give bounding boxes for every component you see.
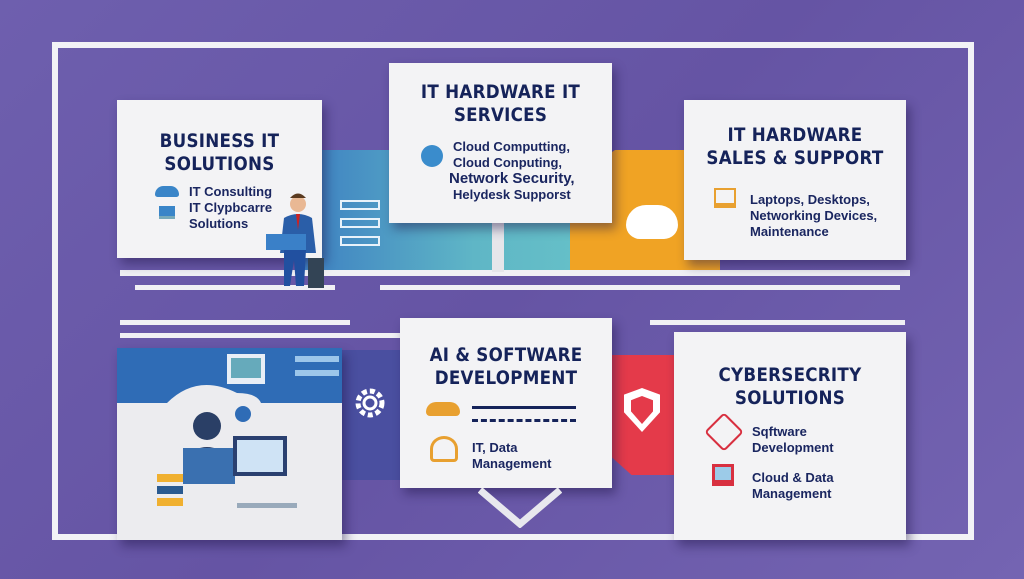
card-title: SOLUTIONS bbox=[734, 387, 846, 409]
businessman-illustration bbox=[266, 193, 324, 288]
item: Networking Devices, bbox=[750, 208, 878, 223]
card-ai-software: AI & SOFTWARE DEVELOPMENT IT, Data Manag… bbox=[400, 318, 612, 488]
chevron-down-icon bbox=[478, 488, 562, 528]
developer-illustration bbox=[157, 354, 339, 508]
divider-bar bbox=[650, 320, 905, 325]
progress-segments bbox=[472, 419, 576, 423]
cloud-icon bbox=[426, 402, 460, 416]
item: IT Consulting bbox=[189, 184, 273, 199]
card-cybersecurity: CYBERSECRITY SOLUTIONS Sqftware Developm… bbox=[674, 332, 906, 540]
item: Management bbox=[472, 456, 552, 471]
item: Management bbox=[752, 486, 832, 501]
card-title: CYBERSECRITY bbox=[718, 364, 862, 386]
globe-icon bbox=[421, 145, 443, 167]
card-title: SOLUTIONS bbox=[164, 153, 275, 175]
item: Network Security, bbox=[449, 170, 575, 187]
card-developer-illustration bbox=[117, 348, 342, 540]
server-icon bbox=[340, 200, 380, 210]
item: Helydesk Supporst bbox=[453, 187, 571, 202]
gear-icon bbox=[355, 388, 385, 418]
item: Cloud Computting, bbox=[453, 139, 570, 154]
card-title: SERVICES bbox=[453, 104, 548, 126]
laptop-icon bbox=[159, 206, 175, 219]
laptop-icon bbox=[714, 188, 736, 208]
item: IT, Data bbox=[472, 440, 518, 455]
shield-inner bbox=[631, 396, 653, 424]
cloud-icon bbox=[155, 186, 179, 197]
server-icon bbox=[340, 236, 380, 246]
item: Development bbox=[752, 440, 834, 455]
computer-icon bbox=[712, 464, 734, 486]
item: IT Clypbcarre bbox=[189, 200, 273, 215]
card-title: IT HARDWARE IT bbox=[420, 81, 581, 103]
stand-pole bbox=[492, 222, 504, 272]
network-icon bbox=[704, 412, 744, 452]
divider-bar bbox=[120, 333, 400, 338]
item: Laptops, Desktops, bbox=[750, 192, 870, 207]
item: Solutions bbox=[189, 216, 249, 231]
progress-line bbox=[472, 406, 576, 409]
divider-bar bbox=[120, 270, 910, 276]
card-it-services: IT HARDWARE IT SERVICES Cloud Computting… bbox=[389, 63, 612, 223]
card-title: IT HARDWARE bbox=[727, 124, 863, 146]
people-icon bbox=[430, 436, 458, 462]
outer-frame bbox=[52, 42, 974, 540]
card-hardware-sales: IT HARDWARE SALES & SUPPORT Laptops, Des… bbox=[684, 100, 906, 260]
cloud-icon bbox=[626, 205, 678, 239]
card-title: DEVELOPMENT bbox=[434, 367, 578, 389]
card-title: SALES & SUPPORT bbox=[706, 147, 884, 169]
divider-bar bbox=[135, 285, 335, 290]
item: Cloud & Data bbox=[752, 470, 834, 485]
divider-bar bbox=[120, 320, 350, 325]
card-title: BUSINESS IT bbox=[159, 130, 280, 152]
divider-bar bbox=[380, 285, 900, 290]
item: Maintenance bbox=[750, 224, 829, 239]
card-title: AI & SOFTWARE bbox=[429, 344, 583, 366]
item: Sqftware bbox=[752, 424, 807, 439]
item: Cloud Conputing, bbox=[453, 155, 563, 170]
server-icon bbox=[340, 218, 380, 228]
